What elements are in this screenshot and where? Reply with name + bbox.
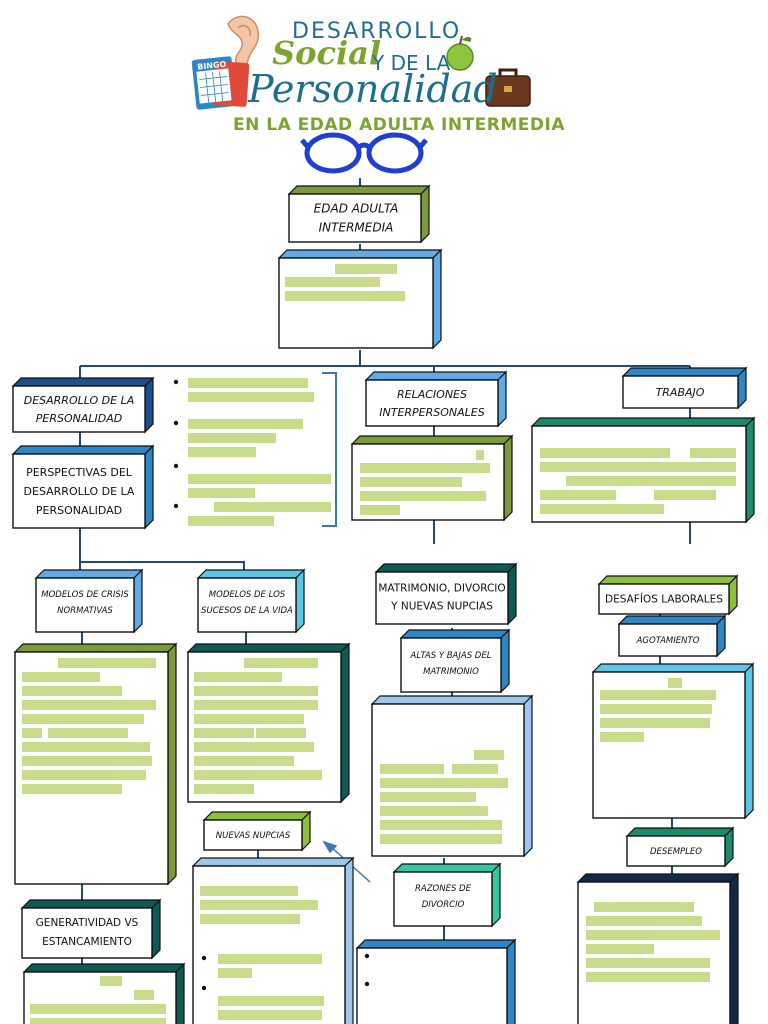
crisis-text-bars bbox=[22, 658, 156, 794]
nuevas-text-bars bbox=[200, 886, 324, 1020]
node-generatividad-label-line-1: GENERATIVIDAD VS bbox=[36, 917, 139, 929]
node-altas-box bbox=[399, 628, 511, 694]
node-crisis-box bbox=[34, 568, 144, 634]
apple-icon bbox=[446, 35, 474, 71]
node-desempleo-label-line-1: DESEMPLEO bbox=[650, 847, 702, 857]
title-line-social: Social bbox=[272, 34, 381, 72]
node-trabajo-box bbox=[621, 366, 748, 410]
bullet-nuevas-2 bbox=[201, 985, 207, 991]
highlight-layer bbox=[22, 264, 736, 1024]
node-sucesos-label-line-2: SUCESOS DE LA VIDA bbox=[201, 606, 293, 616]
bullet-perspectivas-3 bbox=[173, 463, 179, 469]
connectors bbox=[79, 178, 691, 966]
ear-icon bbox=[227, 15, 259, 69]
relaciones-text-bars bbox=[360, 450, 490, 515]
node-trabajo-label-line-1: TRABAJO bbox=[656, 386, 705, 399]
node-desarrollo-label-line-1: DESARROLLO DE LA bbox=[24, 394, 135, 407]
node-agotamiento-box bbox=[617, 614, 727, 658]
bracket bbox=[322, 372, 337, 527]
agotamiento-text-bars bbox=[600, 678, 716, 742]
bullet-razones-1 bbox=[364, 953, 370, 959]
node-razones-label-line-1: RAZONES DE bbox=[415, 884, 472, 894]
node-perspectivas-label-line-2: DESARROLLO DE LA bbox=[24, 485, 135, 498]
node-generatividad-label-line-2: ESTANCAMIENTO bbox=[42, 936, 132, 948]
node-matrimonio-box bbox=[374, 562, 518, 626]
title-line-edad: EN LA EDAD ADULTA INTERMEDIA bbox=[233, 115, 565, 135]
bullet-perspectivas-1 bbox=[173, 379, 179, 385]
node-perspectivas-label-line-3: PERSONALIDAD bbox=[36, 504, 122, 517]
briefcase-icon bbox=[485, 68, 531, 107]
node-sucesos-box bbox=[196, 568, 306, 634]
bullet-perspectivas-2 bbox=[173, 420, 179, 426]
node-matrimonio-label-line-1: MATRIMONIO, DIVORCIO bbox=[378, 583, 505, 595]
node-altas-label-line-2: MATRIMONIO bbox=[423, 667, 479, 677]
node-desafios-label-line-1: DESAFÍOS LABORALES bbox=[605, 593, 723, 606]
node-root-box bbox=[287, 184, 431, 244]
node-nuevas-label-line-1: NUEVAS NUPCIAS bbox=[216, 831, 291, 841]
trabajo-text-bars bbox=[540, 448, 736, 514]
node-altas-content-box bbox=[370, 694, 534, 858]
node-perspectivas-label-line-1: PERSPECTIVAS DEL bbox=[26, 466, 133, 479]
boxes-layer bbox=[11, 184, 756, 1024]
node-generatividad-box bbox=[20, 898, 162, 960]
root-text-bars bbox=[285, 264, 405, 301]
header: BINGO DESARROLLO Social Y DE LA Personal… bbox=[191, 15, 565, 174]
node-razones-box bbox=[392, 862, 502, 928]
title-line-personalidad: Personalidad bbox=[247, 67, 498, 111]
node-nuevas-box bbox=[202, 810, 312, 852]
title-line-desarrollo: DESARROLLO bbox=[292, 19, 461, 44]
bingo-label: BINGO bbox=[197, 60, 227, 72]
generatividad-text-bars bbox=[30, 976, 166, 1024]
altas-text-bars bbox=[380, 750, 508, 844]
node-desarrollo-box bbox=[11, 376, 155, 434]
node-sucesos-label-line-1: MODELOS DE LOS bbox=[209, 590, 286, 600]
node-altas-label-line-1: ALTAS Y BAJAS DEL bbox=[410, 651, 492, 661]
node-desarrollo-label-line-2: PERSONALIDAD bbox=[36, 412, 122, 425]
title-line-y-de-la: Y DE LA bbox=[371, 51, 451, 75]
node-relaciones-label-line-2: INTERPERSONALES bbox=[379, 406, 484, 419]
labels-layer: EDAD ADULTA INTERMEDIA DESARROLLO DE LA PER… bbox=[24, 202, 724, 948]
sucesos-text-bars bbox=[194, 658, 322, 794]
glasses-icon bbox=[300, 132, 428, 174]
bullet-nuevas-1 bbox=[201, 955, 207, 961]
desempleo-text-bars bbox=[586, 902, 720, 982]
node-crisis-label-line-2: NORMATIVAS bbox=[57, 606, 113, 616]
node-root-label-line-1: EDAD ADULTA bbox=[314, 202, 399, 216]
bullets-layer bbox=[173, 379, 370, 991]
bullet-razones-2 bbox=[364, 981, 370, 987]
node-desafios-box bbox=[597, 574, 739, 616]
node-relaciones-label-line-1: RELACIONES bbox=[397, 388, 467, 401]
node-generatividad-content-box bbox=[22, 962, 186, 1024]
node-relaciones-box bbox=[364, 370, 508, 428]
node-desempleo-box bbox=[625, 826, 735, 868]
node-agotamiento-label-line-1: AGOTAMIENTO bbox=[636, 636, 700, 646]
node-razones-content-box bbox=[355, 938, 517, 1024]
node-perspectivas-box bbox=[11, 444, 155, 530]
bullet-perspectivas-4 bbox=[173, 503, 179, 509]
perspectivas-list-bars bbox=[188, 378, 331, 526]
node-root-label-line-2: INTERMEDIA bbox=[319, 221, 394, 235]
node-razones-label-line-2: DIVORCIO bbox=[422, 900, 465, 910]
node-matrimonio-label-line-2: Y NUEVAS NUPCIAS bbox=[390, 601, 493, 613]
node-crisis-label-line-1: MODELOS DE CRISIS bbox=[41, 590, 129, 600]
bingo-card-icon: BINGO bbox=[191, 56, 250, 110]
